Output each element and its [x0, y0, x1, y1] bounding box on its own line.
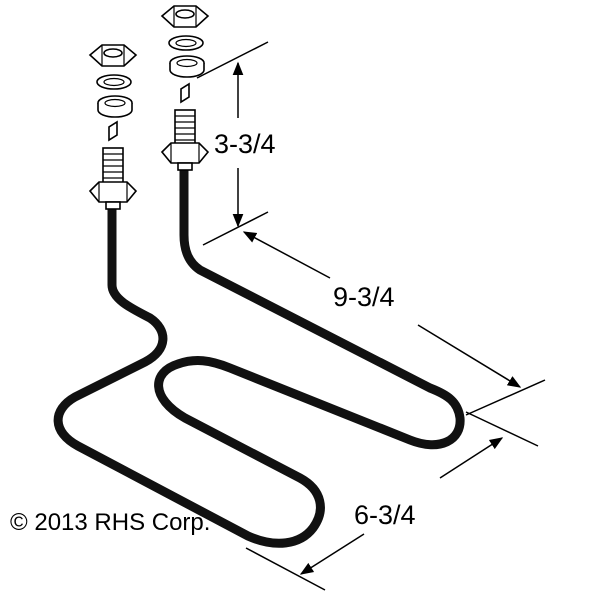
length-extension-right [465, 379, 546, 416]
length-arrow-left [242, 231, 331, 279]
length-arrow-right [417, 324, 522, 388]
height-extension-top [196, 41, 269, 79]
width-extension-right [465, 411, 539, 447]
width-dimension-label: 6-3/4 [354, 500, 416, 530]
height-extension-bottom [202, 211, 269, 246]
right-terminal-assembly [160, 5, 210, 171]
length-dimension-label: 9-3/4 [333, 282, 395, 312]
length-dimension: 9-3/4 [242, 231, 546, 416]
left-terminal-assembly [88, 44, 138, 210]
width-dimension: 6-3/4 [245, 411, 539, 591]
width-arrow-upper [439, 437, 504, 479]
copyright-notice: © 2013 RHS Corp. [10, 509, 210, 536]
heating-element-coil [53, 155, 465, 548]
height-dimension: 3-3/4 [196, 41, 276, 246]
height-dimension-label: 3-3/4 [214, 129, 276, 159]
width-arrow-lower [299, 533, 365, 575]
width-extension-left [245, 547, 326, 591]
